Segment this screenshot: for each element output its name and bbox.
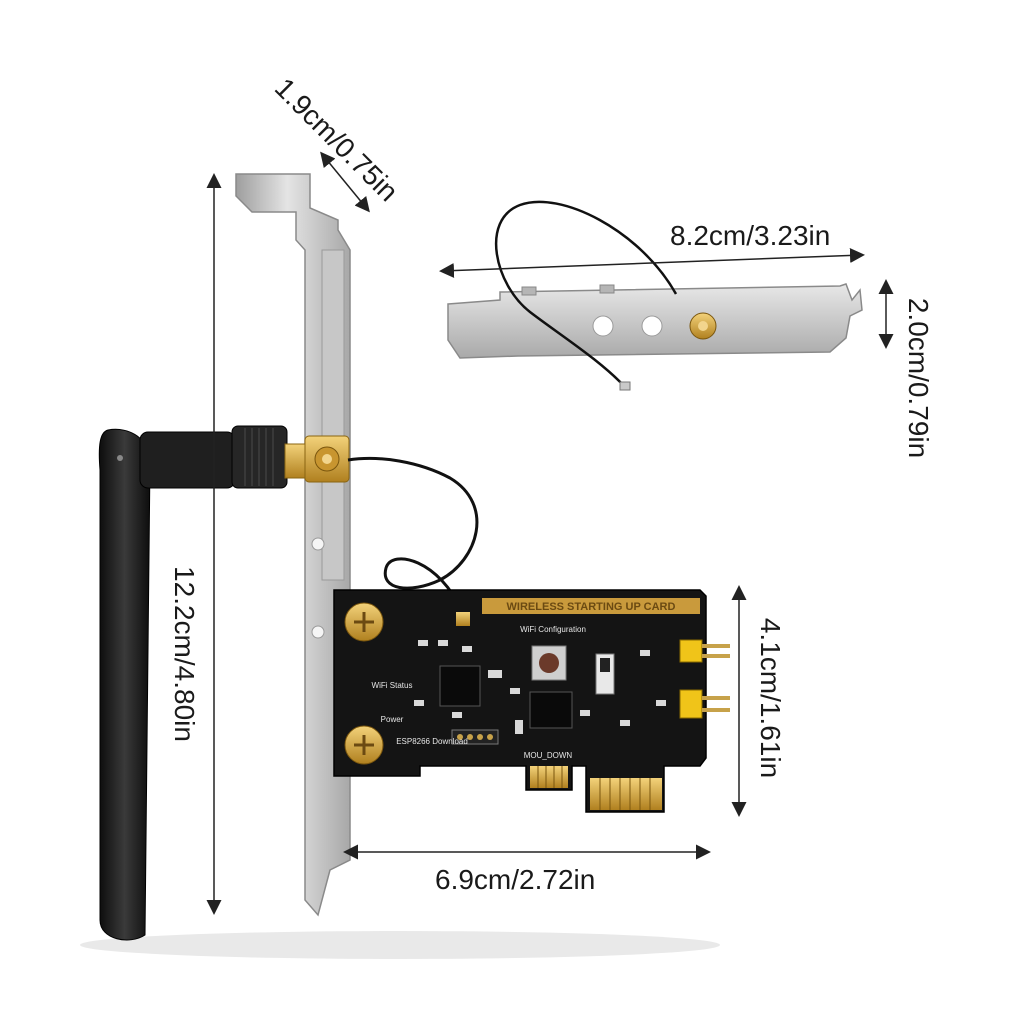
pcb-wifi-config-label: WiFi Configuration [520, 625, 586, 634]
pcb-banner [482, 598, 700, 614]
dim-label-total-height: 12.2cm/4.80in [168, 566, 200, 742]
antenna [98, 425, 306, 941]
pcb-mou-down-label: MOU_DOWN [524, 751, 573, 760]
header-pins-top [679, 639, 730, 663]
low-profile-bracket [447, 283, 863, 359]
gold-fingers [530, 766, 662, 810]
dim-label-card-height: 4.1cm/1.61in [755, 617, 787, 779]
wifi-config-button[interactable] [531, 645, 567, 681]
pcb-power-label: Power [381, 715, 404, 724]
dim-label-card-width: 6.9cm/2.72in [435, 864, 596, 895]
esp-module [439, 665, 481, 707]
dim-label-lp-length: 8.2cm/3.23in [670, 220, 831, 251]
dimension-lines [206, 151, 894, 915]
full-height-bracket [235, 173, 351, 917]
dim-label-lp-height: 2.0cm/0.79in [903, 297, 935, 459]
pcb-banner-text: WIRELESS STARTING UP CARD [507, 601, 676, 613]
ground-shadow [80, 931, 720, 959]
header-pins-bottom [679, 689, 730, 719]
pcb-screw-bottom [344, 725, 384, 765]
low-profile-pigtail [495, 200, 678, 389]
pcb-screw-top [344, 602, 384, 642]
dim-line-bracket-width [320, 151, 370, 213]
pcb-wifi-status-label: WiFi Status [372, 681, 413, 690]
pcb-download-label: ESP8266 Download [396, 737, 468, 746]
pigtail-cable [347, 456, 479, 613]
dim-line-lp-length [439, 247, 865, 279]
pcie-card: WIRELESS STARTING UP CARD [333, 589, 730, 813]
usb-chip [529, 691, 573, 729]
sma-connector [304, 435, 350, 483]
download-header [451, 729, 499, 745]
